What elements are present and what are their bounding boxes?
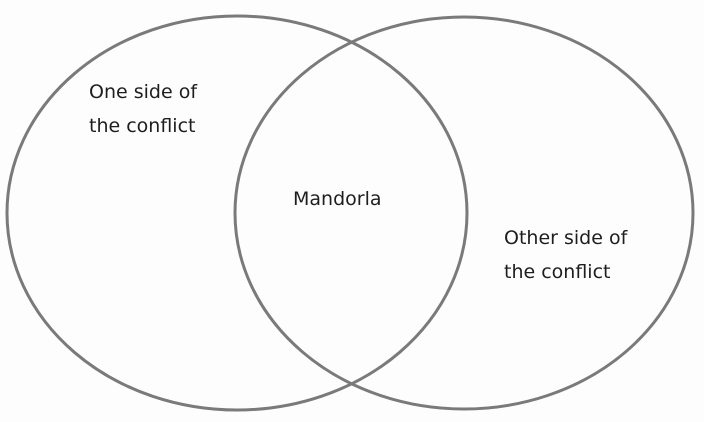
right-set-label-line1: Other side of xyxy=(504,227,628,249)
right-circle xyxy=(233,15,695,411)
right-set-label: Other side of the conflict xyxy=(504,221,627,289)
left-circle xyxy=(5,14,469,412)
left-set-label-line2: the conflict xyxy=(89,115,196,137)
left-set-label-line1: One side of xyxy=(89,81,198,103)
intersection-label: Mandorla xyxy=(293,182,382,216)
intersection-label-text: Mandorla xyxy=(293,188,382,210)
right-set-label-line2: the conflict xyxy=(504,261,611,283)
left-set-label: One side of the conflict xyxy=(89,75,197,143)
